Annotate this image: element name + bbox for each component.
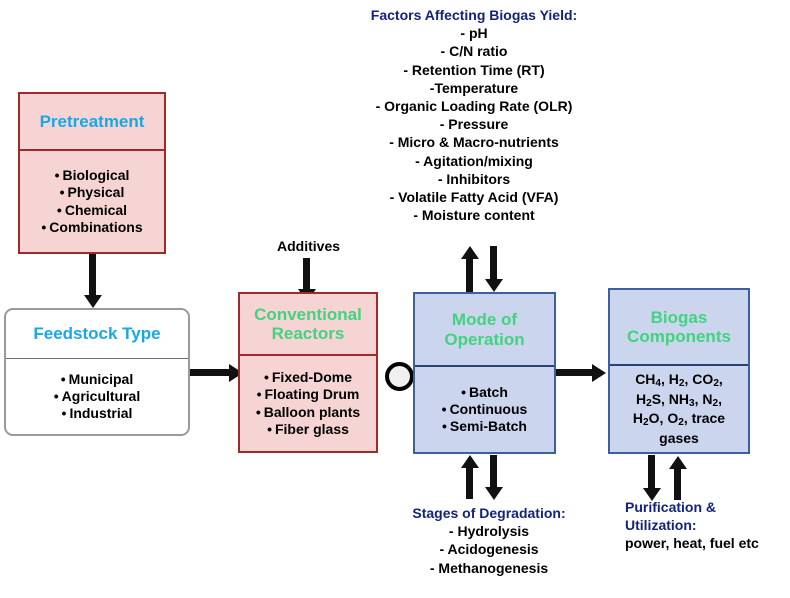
biogas-composition-line-1: CH4, H2, CO2, bbox=[635, 371, 723, 390]
conventional-reactors-title: Conventional Reactors bbox=[240, 294, 376, 356]
list-item: Municipal bbox=[54, 371, 140, 388]
list-item: Fixed-Dome bbox=[256, 369, 360, 386]
pretreatment-title: Pretreatment bbox=[20, 94, 164, 151]
mode-of-operation-title: Mode of Operation bbox=[415, 294, 554, 367]
factors-affecting-biogas-yield-block: Factors Affecting Biogas Yield: - pH - C… bbox=[324, 6, 624, 224]
arrow-biogas-to-purification-head-icon bbox=[642, 488, 661, 501]
biogas-components-title-line1: Biogas bbox=[650, 307, 708, 327]
factor-item-moisture-content: - Moisture content bbox=[413, 207, 535, 224]
factors-heading: Factors Affecting Biogas Yield: bbox=[370, 7, 578, 23]
purification-heading-line1: Purification & bbox=[625, 499, 717, 515]
mode-of-operation-body: Batch Continuous Semi-Batch bbox=[415, 367, 554, 452]
factor-item-volatile-fatty-acid: - Volatile Fatty Acid (VFA) bbox=[389, 188, 559, 205]
arrow-purification-to-biogas-head-icon bbox=[668, 456, 687, 469]
list-item: Agricultural bbox=[54, 388, 141, 405]
mode-of-operation-title-line1: Mode of bbox=[451, 310, 518, 330]
purification-heading-line2: Utilization: bbox=[625, 517, 697, 534]
biogas-components-title: Biogas Components bbox=[610, 290, 748, 366]
arrow-mode-to-stages-shaft bbox=[490, 455, 497, 488]
factor-item-agitation-mixing: - Agitation/mixing bbox=[415, 152, 533, 169]
factor-item-temperature: -Temperature bbox=[429, 79, 519, 96]
list-item: Continuous bbox=[442, 401, 528, 418]
arrow-mode-to-biogas-head-icon bbox=[592, 363, 606, 382]
biogas-composition-line-3: H2O, O2, trace bbox=[632, 410, 726, 429]
arrow-stages-to-mode-head-icon bbox=[460, 455, 479, 468]
list-item: Chemical bbox=[41, 202, 142, 219]
list-item: Semi-Batch bbox=[442, 418, 528, 435]
factor-item-pressure: - Pressure bbox=[439, 116, 509, 133]
arrow-additives-shaft bbox=[303, 258, 310, 291]
arrow-pretreatment-to-feedstock-shaft bbox=[89, 254, 96, 297]
stage-item-methanogenesis: - Methanogenesis bbox=[429, 559, 549, 576]
list-item: Batch bbox=[442, 384, 528, 401]
factor-item-cn-ratio: - C/N ratio bbox=[440, 43, 508, 60]
node-feedstock-type[interactable]: Feedstock Type Municipal Agricultural In… bbox=[4, 308, 190, 436]
arrow-mode-to-stages-head-icon bbox=[484, 487, 503, 500]
biogas-composition-line-2: H2S, NH3, N2, bbox=[635, 390, 723, 409]
arrow-mode-to-factors-head-icon bbox=[460, 246, 479, 259]
factor-item-organic-loading-rate: - Organic Loading Rate (OLR) bbox=[375, 97, 573, 114]
connector-knob-icon bbox=[385, 362, 414, 391]
feedstock-type-title: Feedstock Type bbox=[6, 310, 188, 359]
feedstock-type-list: Municipal Agricultural Industrial bbox=[54, 371, 141, 422]
arrow-factors-to-mode-head-icon bbox=[484, 279, 503, 292]
stage-item-hydrolysis: - Hydrolysis bbox=[448, 523, 530, 540]
arrow-feedstock-to-reactors-shaft bbox=[190, 369, 233, 376]
list-item: Balloon plants bbox=[256, 404, 360, 421]
purification-utilization-block: Purification & Utilization: power, heat,… bbox=[625, 498, 790, 553]
pretreatment-body: Biological Physical Chemical Combination… bbox=[20, 151, 164, 252]
list-item: Fiber glass bbox=[256, 421, 360, 438]
factor-item-ph: - pH bbox=[460, 25, 488, 42]
list-item: Combinations bbox=[41, 219, 142, 236]
stages-of-degradation-block: Stages of Degradation: - Hydrolysis - Ac… bbox=[378, 504, 600, 577]
biogas-components-body: CH4, H2, CO2, H2S, NH3, N2, H2O, O2, tra… bbox=[610, 366, 748, 452]
stages-heading: Stages of Degradation: bbox=[412, 505, 566, 521]
node-biogas-components[interactable]: Biogas Components CH4, H2, CO2, H2S, NH3… bbox=[608, 288, 750, 454]
arrow-mode-to-factors-shaft bbox=[466, 258, 473, 292]
factor-item-inhibitors: - Inhibitors bbox=[437, 170, 511, 187]
pretreatment-list: Biological Physical Chemical Combination… bbox=[41, 167, 142, 235]
factor-item-micro-macro-nutrients: - Micro & Macro-nutrients bbox=[389, 134, 559, 151]
additives-label: Additives bbox=[277, 238, 341, 254]
purification-detail: power, heat, fuel etc bbox=[625, 535, 759, 552]
biogas-components-title-line2: Components bbox=[627, 327, 731, 346]
list-item: Biological bbox=[41, 167, 142, 184]
node-conventional-reactors[interactable]: Conventional Reactors Fixed-Dome Floatin… bbox=[238, 292, 378, 453]
arrow-factors-to-mode-shaft bbox=[490, 246, 497, 280]
arrow-pretreatment-to-feedstock-head-icon bbox=[83, 295, 102, 308]
node-mode-of-operation[interactable]: Mode of Operation Batch Continuous Semi-… bbox=[413, 292, 556, 454]
stage-item-acidogenesis: - Acidogenesis bbox=[439, 541, 539, 558]
conventional-reactors-body: Fixed-Dome Floating Drum Balloon plants … bbox=[240, 356, 376, 451]
list-item: Physical bbox=[41, 184, 142, 201]
arrow-mode-to-biogas-shaft bbox=[556, 369, 597, 376]
arrow-stages-to-mode-shaft bbox=[466, 467, 473, 499]
list-item: Industrial bbox=[54, 405, 140, 422]
list-item: Floating Drum bbox=[256, 386, 360, 403]
feedstock-type-body: Municipal Agricultural Industrial bbox=[6, 359, 188, 434]
arrow-biogas-to-purification-shaft bbox=[648, 455, 655, 489]
conventional-reactors-list: Fixed-Dome Floating Drum Balloon plants … bbox=[256, 369, 360, 437]
conventional-reactors-title-line2: Reactors bbox=[271, 324, 345, 343]
biogas-composition-line-4: gases bbox=[659, 429, 699, 446]
factor-item-retention-time: - Retention Time (RT) bbox=[403, 61, 545, 78]
mode-of-operation-title-line2: Operation bbox=[444, 329, 525, 349]
arrow-purification-to-biogas-shaft bbox=[674, 468, 681, 500]
conventional-reactors-title-line1: Conventional bbox=[254, 304, 362, 324]
node-pretreatment[interactable]: Pretreatment Biological Physical Chemica… bbox=[18, 92, 166, 254]
mode-of-operation-list: Batch Continuous Semi-Batch bbox=[442, 384, 528, 435]
